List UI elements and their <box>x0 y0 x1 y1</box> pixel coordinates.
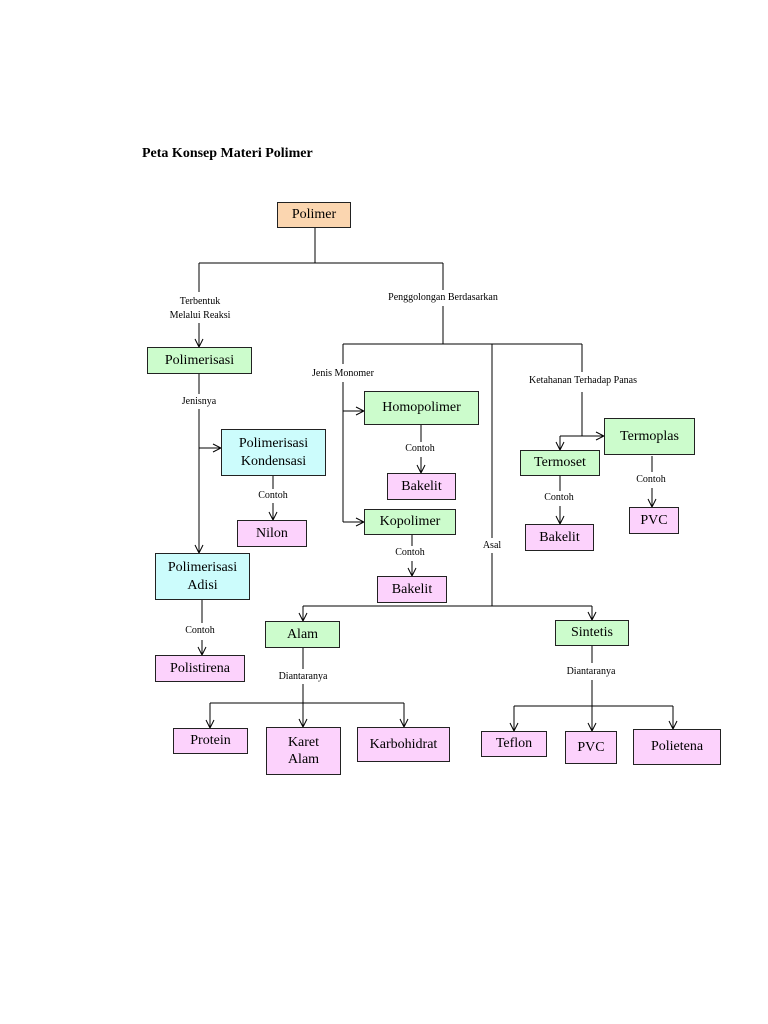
node-kopolimer: Kopolimer <box>364 509 456 535</box>
label-contoh-kopolimer: Contoh <box>395 547 425 558</box>
node-polistirena: Polistirena <box>155 655 245 682</box>
label-jenisnya: Jenisnya <box>181 396 217 407</box>
label-contoh-adisi: Contoh <box>185 625 215 636</box>
node-karbohidrat: Karbohidrat <box>357 727 450 762</box>
node-termoplas: Termoplas <box>604 418 695 455</box>
node-polimerisasi-adisi: Polimerisasi Adisi <box>155 553 250 600</box>
label-contoh-kondensasi: Contoh <box>258 490 288 501</box>
node-pvc-termoplas: PVC <box>629 507 679 534</box>
node-bakelit-termoset: Bakelit <box>525 524 594 551</box>
label-asal: Asal <box>478 539 506 553</box>
node-nilon: Nilon <box>237 520 307 547</box>
node-homopolimer: Homopolimer <box>364 391 479 425</box>
node-polimerisasi: Polimerisasi <box>147 347 252 374</box>
node-sintetis: Sintetis <box>555 620 629 646</box>
label-contoh-termoplas: Contoh <box>636 474 666 485</box>
node-pvc-sintetis: PVC <box>565 731 617 764</box>
label-contoh-homopolimer: Contoh <box>405 443 435 454</box>
label-penggolongan-berdasarkan: Penggolongan Berdasarkan <box>388 292 498 303</box>
node-karet-alam: Karet Alam <box>266 727 341 775</box>
label-diantaranya-alam: Diantaranya <box>278 671 328 682</box>
label-diantaranya-sintetis: Diantaranya <box>566 666 616 677</box>
label-terbentuk-melalui-reaksi: Terbentuk Melalui Reaksi <box>169 296 231 321</box>
node-bakelit-homopolimer: Bakelit <box>387 473 456 500</box>
node-protein: Protein <box>173 728 248 754</box>
label-ketahanan-terhadap-panas: Ketahanan Terhadap Panas <box>529 375 637 386</box>
node-polietena: Polietena <box>633 729 721 765</box>
label-contoh-termoset: Contoh <box>544 492 574 503</box>
page-title: Peta Konsep Materi Polimer <box>142 146 313 161</box>
label-jenis-monomer: Jenis Monomer <box>312 368 374 379</box>
node-alam: Alam <box>265 621 340 648</box>
node-polimer: Polimer <box>277 202 351 228</box>
node-polimerisasi-kondensasi: Polimerisasi Kondensasi <box>221 429 326 476</box>
node-termoset: Termoset <box>520 450 600 476</box>
node-bakelit-kopolimer: Bakelit <box>377 576 447 603</box>
node-teflon: Teflon <box>481 731 547 757</box>
